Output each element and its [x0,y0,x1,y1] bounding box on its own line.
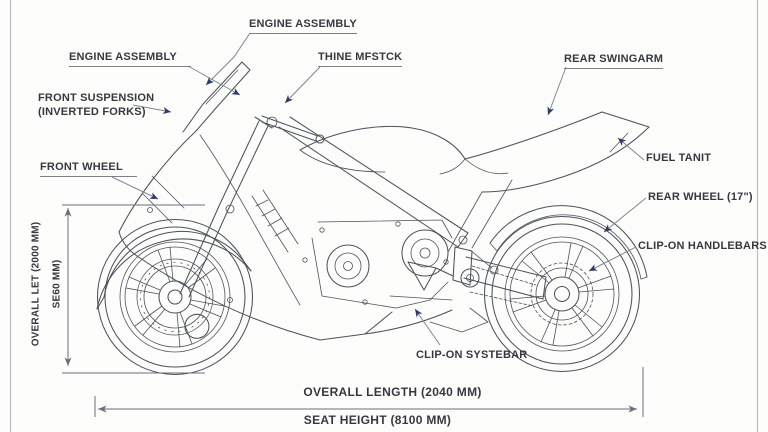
label-front-wheel: FRONT WHEEL [40,160,137,177]
exhaust [364,307,489,335]
label-rear-swingarm: REAR SWINGARM [564,52,664,69]
label-engine-assembly-left: ENGINE ASSEMBLY [69,50,191,67]
leader-lines [111,32,647,346]
rear-spokes [509,242,615,346]
radiator [251,189,299,253]
front-wheel-drawing [96,218,254,376]
dimension-lines [62,204,644,417]
label-front-suspension-line2: (INVERTED FORKS) [38,106,146,118]
rear-fender [489,205,648,280]
label-thine-mfstck: THINE MFSTCK [318,50,403,67]
label-front-suspension: FRONT SUSPENSION (INVERTED FORKS) [38,91,154,119]
windscreen-and-fairing [118,61,393,341]
label-clip-on-handlebars: CLIP-ON HANDLEBARS [638,240,767,252]
dimension-seat-vertical: SE60 MM) [51,259,63,309]
engine-block [302,219,453,309]
swingarm-and-chain [452,246,547,307]
dimension-overall-length: OVERALL LENGTH (2040 MM) [303,385,482,399]
label-fuel-tanit: FUEL TANIT [646,152,712,164]
label-engine-assembly-top: ENGINE ASSEMBLY [249,17,357,34]
front-spokes [125,246,225,348]
clip-on-steering [261,115,325,144]
frame [278,116,469,248]
front-forks [179,116,273,298]
label-rear-wheel: REAR WHEEL (17") [648,191,753,203]
label-clip-on-systebar: CLIP-ON SYSTEBAR [416,349,528,361]
seat-and-tail [447,111,650,253]
dimension-seat-height: SEAT HEIGHT (8100 MM) [303,413,452,427]
page-border-lines [9,0,759,432]
label-front-suspension-line1: FRONT SUSPENSION [38,92,155,104]
motorcycle-artwork [96,61,650,376]
dimension-overall-height-vertical: OVERALL LET (2000 MM) [30,221,42,347]
footpeg-bracket [389,261,454,301]
fuel-tank [299,125,466,175]
front-fender [96,230,252,310]
rear-wheel-drawing [483,215,641,373]
